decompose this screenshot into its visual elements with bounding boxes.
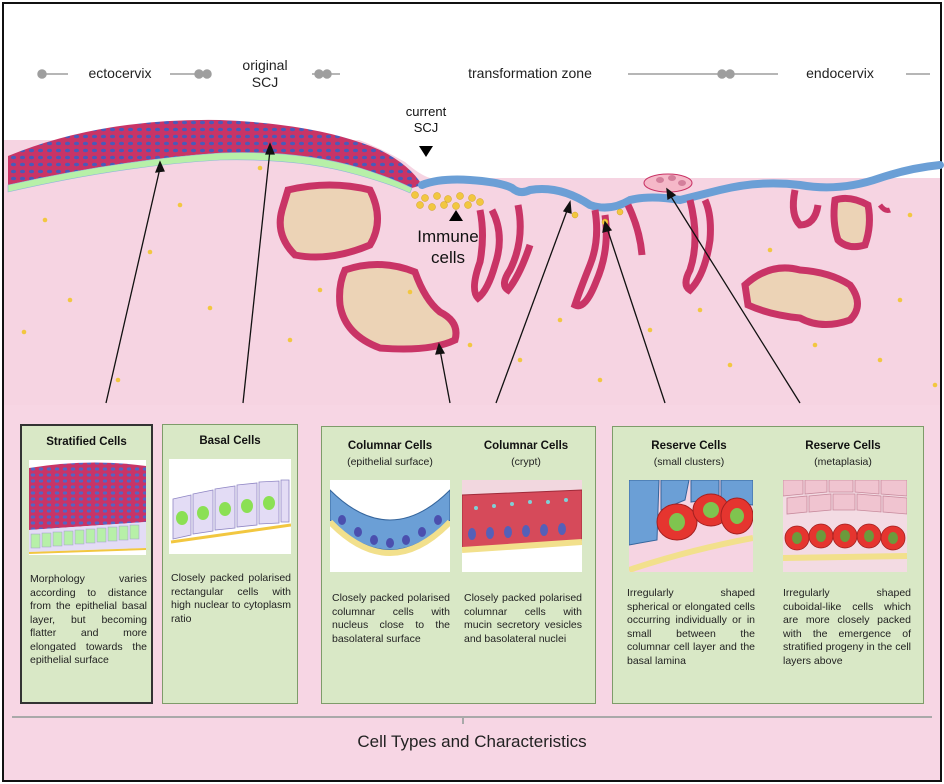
label-original-scj-line2: SCJ <box>251 74 279 90</box>
callout-current-scj-line1: current <box>405 104 447 119</box>
panel-reserve-meta-description: Irregularly shaped cuboidal-like cells w… <box>783 587 911 667</box>
stratified-illustration <box>28 460 147 555</box>
panel-reserve-small-title: Reserve Cells <box>651 440 727 452</box>
panel-columnar-surface-description: Closely packed polarised columnar cells … <box>332 592 450 645</box>
panel-columnar-surface-title: Columnar Cells <box>347 440 433 452</box>
label-original-scj: original SCJ <box>225 57 305 91</box>
panel-columnar-crypt-title: Columnar Cells <box>483 440 569 452</box>
columnar-crypt-illustration <box>461 480 583 572</box>
panel-basal-title: Basal Cells <box>199 435 261 447</box>
squamous-epithelium <box>8 119 422 188</box>
figure-footer-title: Cell Types and Characteristics <box>357 732 587 751</box>
callout-current-scj-line2: SCJ <box>413 120 439 135</box>
leader-lines <box>105 142 801 404</box>
callout-immune-cells: Immune cells <box>405 226 491 268</box>
crypt-glands <box>276 181 891 353</box>
panel-columnar-crypt-subtitle: (crypt) <box>511 456 541 468</box>
panel-columnar-crypt-description: Closely packed polarised columnar cells … <box>464 592 582 645</box>
immune-cell-cluster <box>411 191 624 226</box>
basal-illustration <box>169 459 292 554</box>
columnar-surface <box>418 161 944 212</box>
label-endocervix: endocervix <box>806 65 874 81</box>
basal-layer <box>7 152 413 194</box>
zone-markers <box>37 69 930 79</box>
reserve-small-illustration <box>628 479 754 573</box>
callout-current-scj: current SCJ <box>390 104 462 136</box>
panel-reserve-small-description: Irregularly shaped spherical or elongate… <box>627 587 755 667</box>
panel-reserve-meta-title: Reserve Cells <box>805 440 881 452</box>
lumen-space <box>4 4 940 178</box>
label-transformation-zone: transformation zone <box>468 65 592 81</box>
panel-stratified-title: Stratified Cells <box>46 436 127 448</box>
callout-immune-cells-line2: cells <box>430 248 465 267</box>
panel-columnar-surface-subtitle: (epithelial surface) <box>347 456 433 468</box>
callout-immune-cells-line1: Immune <box>417 227 479 246</box>
columnar-surface-illustration <box>327 480 453 572</box>
panel-stratified-cells: Stratified Cells Morphology varies accor… <box>20 424 153 704</box>
callout-arrows <box>419 146 463 221</box>
label-ectocervix: ectocervix <box>88 65 152 81</box>
panel-basal-cells: Basal Cells Closely packed polarised rec… <box>162 424 298 704</box>
panel-stratified-description: Morphology varies according to distance … <box>30 573 147 666</box>
panel-reserve-cells: Reserve Cells (small clusters) Reserve C… <box>612 426 924 704</box>
panel-basal-description: Closely packed polarised rectangular cel… <box>171 572 291 625</box>
panel-columnar-cells: Columnar Cells (epithelial surface) Colu… <box>321 426 596 704</box>
scattered-immune-cells <box>21 165 938 388</box>
label-original-scj-line1: original <box>242 57 288 73</box>
reserve-meta-illustration <box>782 479 908 572</box>
panel-reserve-meta-subtitle: (metaplasia) <box>814 456 872 468</box>
panel-reserve-small-subtitle: (small clusters) <box>653 456 725 468</box>
